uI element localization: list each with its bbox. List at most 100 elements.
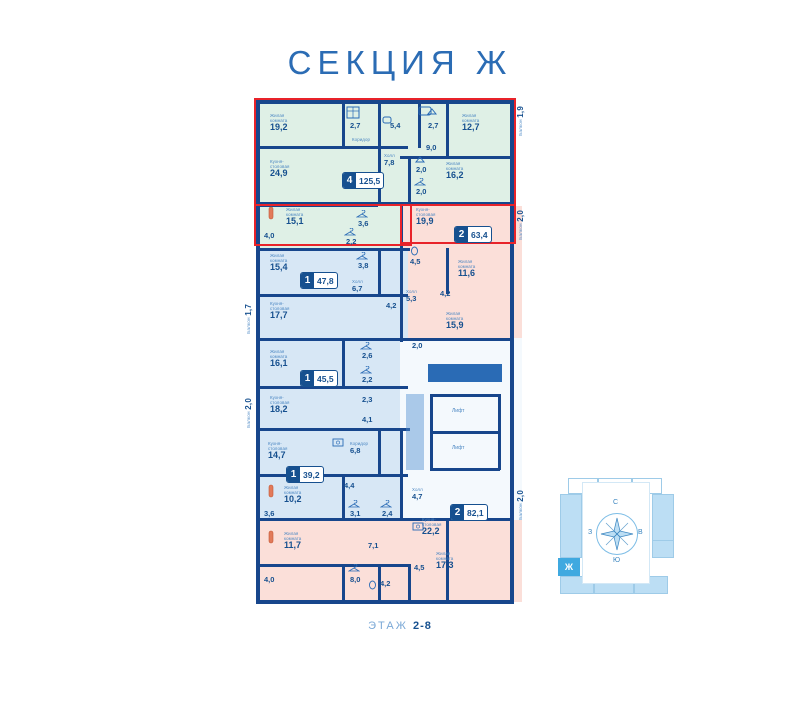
room-label: Коридор 6,8 (350, 441, 369, 455)
room-label: 2,7 (350, 121, 361, 130)
wall-h12 (400, 338, 514, 341)
room-label: Кухня- столовая 17,7 (270, 301, 290, 321)
wardrobe-icon (414, 156, 426, 163)
floor-caption: ЭТАЖ 2-8 (0, 620, 800, 632)
balcony-label-left-1: Балкон 1,7 (244, 304, 253, 334)
room-label: 4,0 (264, 231, 275, 240)
apartment-area-2room-bottom (258, 518, 522, 602)
badge-area: 45,5 (317, 373, 334, 384)
room-label: 3,6 (264, 509, 275, 518)
compass-north-label: С (613, 499, 619, 506)
compass-south-label: Ю (613, 557, 621, 564)
badge-area: 39,2 (303, 469, 320, 480)
sink-icon (382, 116, 392, 124)
room-label: 9,0 (426, 143, 437, 152)
wall-v11 (378, 428, 381, 474)
room-label: Жилая комната 17,3 (436, 551, 454, 571)
room-label: 4,2 (386, 301, 397, 310)
wall-v9 (446, 248, 449, 294)
corridor-hatch (406, 394, 424, 470)
radiator-icon (268, 530, 274, 544)
apartment-badge-1room-c[interactable]: 1 39,2 (286, 466, 324, 483)
room-label: Кухня- столовая 18,2 (270, 395, 290, 415)
keyplan-section-marker[interactable]: Ж (558, 558, 580, 576)
badge-room-count: 2 (451, 505, 464, 520)
wall-h13 (400, 156, 512, 159)
room-label: 8,0 (350, 575, 361, 584)
room-label: 4,2 (440, 289, 451, 298)
room-label: 3,1 (350, 509, 361, 518)
compass-panel: С В Ю З (582, 482, 650, 584)
wall-v13 (378, 564, 381, 600)
room-label: Холл 6,7 (352, 279, 363, 293)
wall-v6 (408, 156, 411, 204)
room-label: Жилая комната 16,2 (446, 161, 464, 181)
room-label: 2,0 (416, 165, 427, 174)
balcony-label-right-1: Балкон 1,9 (516, 106, 525, 136)
apartment-badge-2room-bottom[interactable]: 2 82,1 (450, 504, 488, 521)
room-label: 5,4 (390, 121, 401, 130)
wall-v1 (342, 102, 345, 148)
wall-h10 (258, 518, 512, 521)
room-label: 2,4 (382, 509, 393, 518)
badge-room-count: 1 (301, 273, 314, 288)
wall-v2 (378, 102, 381, 148)
room-label: 2,3 (362, 395, 373, 404)
toilet-icon (411, 246, 418, 256)
wall-v12 (446, 520, 449, 600)
wall-outer-right (510, 100, 514, 604)
page-title: СЕКЦИЯ Ж (287, 44, 513, 81)
badge-room-count: 2 (455, 227, 468, 242)
toilet-icon (369, 580, 376, 590)
apartment-area-1room-a (258, 248, 408, 338)
wall-v14 (408, 564, 411, 600)
radiator-icon (268, 206, 274, 220)
wall-v15 (342, 338, 345, 386)
wall-v7 (400, 202, 403, 342)
room-label: 2,0 (412, 341, 423, 350)
balcony-label-left-2: Балкон 2,0 (244, 398, 253, 428)
apartment-badge-1room-b[interactable]: 1 45,5 (300, 370, 338, 387)
room-label: 2,0 (416, 187, 427, 196)
wall-h2 (258, 202, 512, 205)
hanger-icon (348, 500, 360, 508)
lift-label-2: Лифт (452, 445, 465, 451)
room-label: 4,5 (414, 563, 425, 572)
compass-west-label: З (588, 529, 593, 536)
bathroom-fixtures-icon (346, 106, 360, 119)
room-label: 4,2 (380, 579, 391, 588)
apartment-badge-2room-top[interactable]: 2 63,4 (454, 226, 492, 243)
wall-h4 (258, 204, 378, 207)
wall-h1 (258, 146, 408, 149)
room-label: Коридор (352, 137, 371, 142)
hanger-icon (380, 500, 392, 508)
room-label: Холл 4,7 (412, 487, 423, 501)
room-label: 3,8 (358, 261, 369, 270)
compass-east-label: В (638, 529, 643, 536)
room-label: 2,6 (362, 351, 373, 360)
apartment-badge-4room[interactable]: 4 125,5 (342, 172, 385, 189)
room-label: Кухня- столовая 14,7 (268, 441, 288, 461)
hanger-icon (356, 210, 368, 218)
room-label: 3,6 (358, 219, 369, 228)
wall-h8 (258, 428, 410, 431)
hanger-icon (360, 366, 372, 374)
apartment-badge-1room-a[interactable]: 1 47,8 (300, 272, 338, 289)
room-label: Кухня- столовая 22,2 (422, 517, 442, 537)
room-label: Жилая комната 12,7 (462, 113, 480, 133)
wall-h11 (258, 564, 408, 567)
badge-room-count: 1 (287, 467, 300, 482)
hanger-icon (360, 342, 372, 350)
wall-v17 (342, 564, 345, 600)
radiator-icon (268, 484, 274, 498)
wall-h7 (258, 386, 408, 389)
room-label: Кухня- столовая 24,9 (270, 159, 290, 179)
keyplan-block-4 (560, 494, 582, 558)
wardrobe-icon (426, 108, 438, 115)
badge-area: 47,8 (317, 275, 334, 286)
room-label: 2,2 (362, 375, 373, 384)
badge-area: 63,4 (471, 229, 488, 240)
hanger-icon (414, 178, 426, 186)
lift-shaft-divider (430, 431, 500, 434)
floor-caption-prefix: ЭТАЖ (368, 620, 408, 632)
